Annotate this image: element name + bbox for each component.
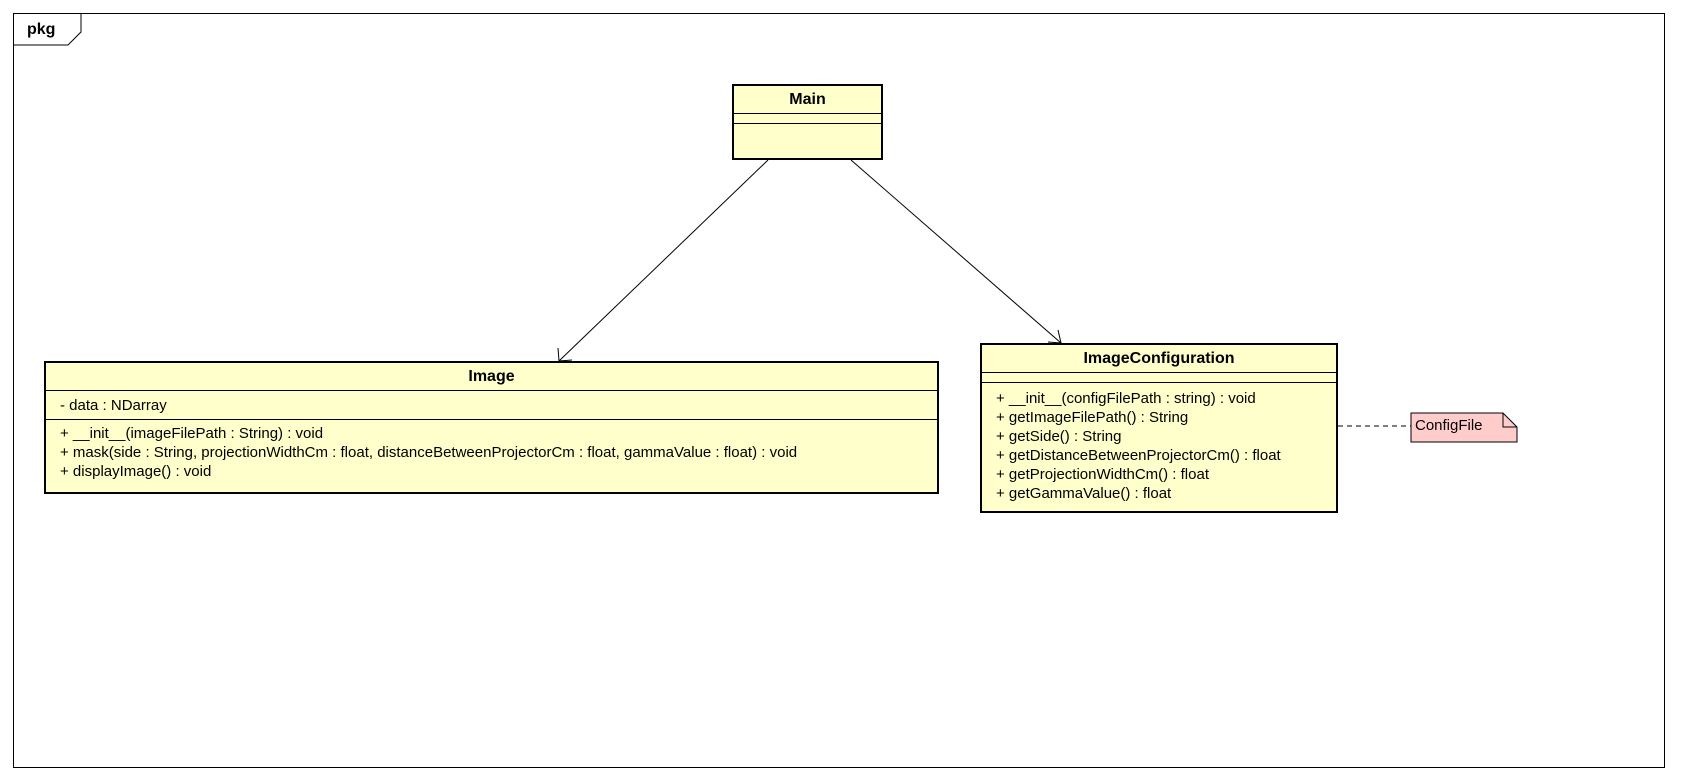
class-image-operation: + displayImage() : void (60, 463, 212, 480)
class-imageconfiguration-name: ImageConfiguration (982, 345, 1336, 373)
class-imageconfiguration-operations: + __init__(configFilePath : string) : vo… (982, 383, 1336, 507)
note-configfile-label: ConfigFile (1415, 417, 1483, 434)
class-image[interactable]: Image - data : NDarray + __init__(imageF… (44, 361, 939, 494)
note-shape[interactable] (1410, 412, 1518, 443)
class-image-operation: + mask(side : String, projectionWidthCm … (60, 444, 798, 461)
class-imageconfiguration-operation: + getSide() : String (996, 428, 1122, 445)
class-imageconfiguration-operation: + __init__(configFilePath : string) : vo… (996, 390, 1256, 407)
class-imageconfiguration-operation: + getDistanceBetweenProjectorCm() : floa… (996, 447, 1281, 464)
class-image-attribute: - data : NDarray (60, 397, 167, 414)
class-imageconfiguration-operation: + getGammaValue() : float (996, 485, 1172, 502)
class-imageconfiguration-attributes (982, 373, 1336, 383)
association-main-imageconfiguration[interactable] (850, 159, 1062, 344)
class-main-operations (734, 124, 881, 158)
package-tab (13, 13, 82, 46)
class-image-name: Image (46, 363, 937, 391)
class-main[interactable]: Main (732, 84, 883, 160)
package-frame (13, 13, 1665, 768)
class-image-operations: + __init__(imageFilePath : String) : voi… (46, 420, 937, 485)
association-main-image[interactable] (558, 159, 769, 362)
class-image-operation: + __init__(imageFilePath : String) : voi… (60, 425, 324, 442)
package-label: pkg (27, 21, 56, 38)
class-main-name: Main (734, 86, 881, 114)
class-imageconfiguration-operation: + getProjectionWidthCm() : float (996, 466, 1209, 483)
note-fold (1502, 413, 1517, 428)
class-main-attributes (734, 114, 881, 124)
class-imageconfiguration[interactable]: ImageConfiguration + __init__(configFile… (980, 343, 1338, 513)
class-imageconfiguration-operation: + getImageFilePath() : String (996, 409, 1189, 426)
class-image-attributes: - data : NDarray (46, 391, 937, 420)
